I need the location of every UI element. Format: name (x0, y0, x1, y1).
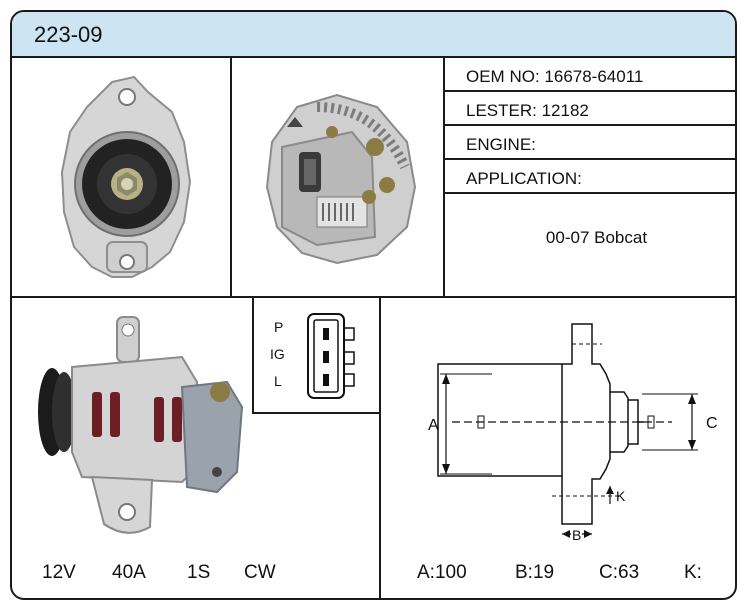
dim-label-b: B (572, 527, 581, 543)
dim-label-a: A (428, 417, 439, 434)
header-bar: 223-09 (12, 12, 735, 58)
product-sheet: 223-09 OEM NO: 16678-64011 LESTER: 12182… (10, 10, 737, 600)
divider (443, 158, 735, 160)
engine-label: ENGINE: (466, 135, 536, 154)
dimension-b: B:19 (515, 562, 555, 583)
lester-value: 12182 (541, 101, 589, 120)
alternator-side-photo (38, 316, 244, 534)
engine-row: ENGINE: (454, 135, 735, 155)
pin-label-ig: IG (270, 346, 285, 362)
dimension-k: K: (684, 562, 702, 583)
connector-diagram (307, 313, 355, 399)
lester-row: LESTER: 12182 (454, 101, 735, 121)
voltage-rating: 12V (42, 562, 76, 583)
pin-label-l: L (274, 373, 282, 389)
alternator-front-photo (60, 75, 192, 278)
part-number: 223-09 (34, 22, 103, 47)
divider (443, 124, 735, 126)
oem-value: 16678-64011 (544, 67, 644, 86)
dimension-drawing: A C B K (428, 323, 718, 545)
dimension-c: C:63 (599, 562, 640, 583)
application-value: 00-07 Bobcat (545, 228, 648, 247)
divider (443, 90, 735, 92)
dimension-a: A:100 (417, 562, 467, 583)
divider (379, 296, 381, 598)
application-row: APPLICATION: (454, 169, 735, 189)
application-label: APPLICATION: (466, 169, 582, 188)
pulley-rating: 1S (187, 562, 211, 583)
divider (230, 58, 232, 296)
rotation-rating: CW (244, 562, 276, 583)
alternator-rear-photo (265, 93, 417, 265)
oem-row: OEM NO: 16678-64011 (454, 67, 735, 87)
connector-box (252, 296, 381, 414)
amperage-rating: 40A (112, 562, 146, 583)
oem-label: OEM NO: (466, 67, 540, 86)
dim-label-c: C (706, 415, 718, 432)
divider (443, 192, 735, 194)
dim-label-k: K (616, 488, 626, 504)
divider (443, 58, 445, 296)
pin-label-p: P (274, 319, 284, 335)
lester-label: LESTER: (466, 101, 537, 120)
divider (12, 296, 735, 298)
